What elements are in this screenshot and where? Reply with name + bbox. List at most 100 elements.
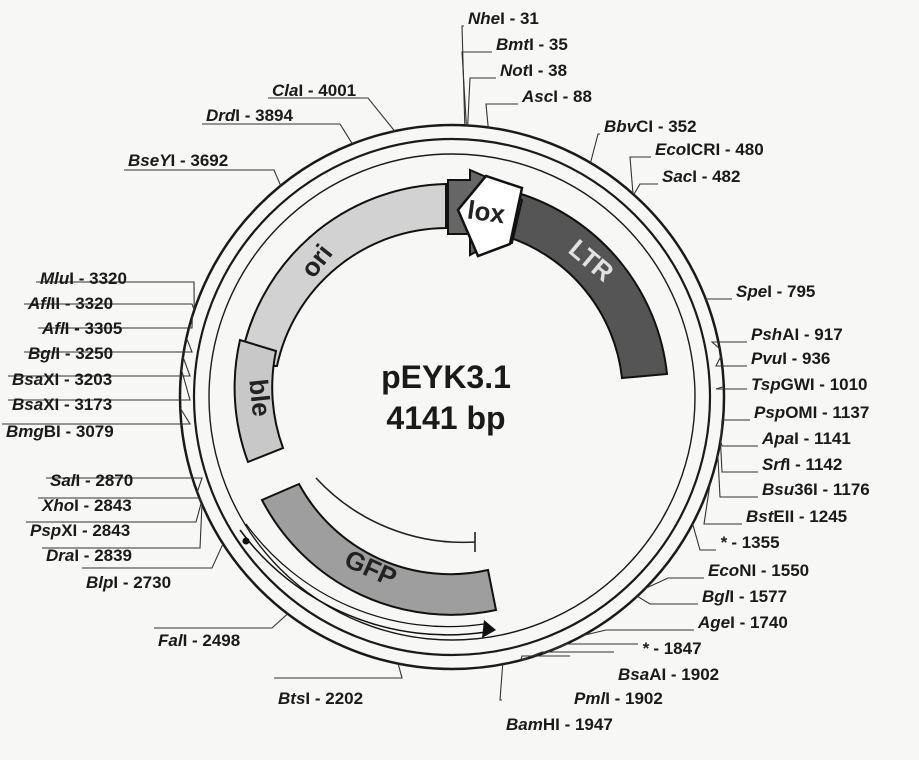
site-label-xhoi-2843[interactable]: XhoI - 2843 bbox=[41, 496, 132, 515]
site-label-fali-2498[interactable]: FalI - 2498 bbox=[158, 631, 240, 650]
site-leader-line bbox=[124, 169, 282, 186]
site-label-pshai-917[interactable]: PshAI - 917 bbox=[751, 325, 843, 344]
site-label-bmgbi-3079[interactable]: BmgBI - 3079 bbox=[6, 422, 114, 441]
site-leader-line bbox=[705, 298, 732, 301]
lox-arrow-head bbox=[456, 174, 524, 258]
site-leader-line bbox=[710, 341, 747, 349]
site-label-tspgwi-1010[interactable]: TspGWI - 1010 bbox=[751, 375, 868, 394]
site-leader-line bbox=[499, 664, 504, 701]
site-label-srfi-1142[interactable]: SrfI - 1142 bbox=[762, 455, 842, 474]
site-label--1847[interactable]: * - 1847 bbox=[642, 639, 702, 658]
strand-arrow-inner bbox=[245, 523, 485, 628]
site-leader-line bbox=[719, 440, 758, 473]
plasmid-size: 4141 bp bbox=[386, 400, 505, 436]
plasmid-name: pEYK3.1 bbox=[381, 359, 511, 395]
site-leader-line bbox=[268, 97, 396, 132]
feature-track-ring bbox=[208, 153, 696, 641]
site-label-drai-2839[interactable]: DraI - 2839 bbox=[46, 546, 132, 565]
site-leader-line bbox=[38, 315, 193, 329]
site-leader-line bbox=[636, 595, 698, 605]
site-label-pspxi-2843[interactable]: PspXI - 2843 bbox=[30, 521, 130, 540]
site-label-bbvci-352[interactable]: BbvCI - 352 bbox=[604, 117, 697, 136]
backbone-outer-ring bbox=[178, 123, 726, 671]
strand-arrow bbox=[239, 529, 487, 636]
site-label-bsu36i-1176[interactable]: Bsu36I - 1176 bbox=[762, 480, 870, 499]
feature-ltr[interactable] bbox=[503, 191, 669, 380]
site-label-blpi-2730[interactable]: BlpI - 2730 bbox=[86, 573, 171, 592]
site-leader-line bbox=[46, 477, 203, 493]
feature-ble-label: ble bbox=[243, 378, 277, 419]
site-label-bsaxi-3173[interactable]: BsaXI - 3173 bbox=[12, 395, 112, 414]
site-leader-line bbox=[485, 103, 518, 128]
site-leader-line bbox=[42, 504, 203, 549]
site-label-spei-795[interactable]: SpeI - 795 bbox=[736, 282, 815, 301]
backbone-inner-ring bbox=[192, 137, 712, 657]
site-label-sali-2870[interactable]: SalI - 2870 bbox=[50, 471, 133, 490]
feature-ble[interactable] bbox=[233, 338, 285, 464]
site-leader-line bbox=[202, 123, 353, 145]
site-leader-line bbox=[82, 543, 224, 569]
site-label-afli-3305[interactable]: AflI - 3305 bbox=[41, 319, 122, 338]
site-leader-line bbox=[24, 337, 193, 353]
site-label-bseyi-3692[interactable]: BseYI - 3692 bbox=[128, 151, 228, 170]
site-leader-line bbox=[274, 663, 403, 679]
site-label-aflii-3320[interactable]: AflII - 3320 bbox=[27, 294, 113, 313]
site-label-drdi-3894[interactable]: DrdI - 3894 bbox=[206, 106, 293, 125]
site-leader-line bbox=[36, 281, 195, 311]
site-label-noti-38[interactable]: NotI - 38 bbox=[500, 61, 567, 80]
strand-start-dot bbox=[242, 537, 250, 545]
site-label-pmli-1902[interactable]: PmlI - 1902 bbox=[574, 689, 663, 708]
site-leader-line bbox=[38, 497, 202, 503]
site-label-bamhi-1947[interactable]: BamHI - 1947 bbox=[506, 715, 613, 734]
site-leader-line bbox=[719, 440, 758, 447]
site-leader-line bbox=[8, 369, 191, 401]
site-label-pvui-936[interactable]: PvuI - 936 bbox=[751, 349, 830, 368]
site-leader-line bbox=[692, 523, 716, 551]
site-leader-line bbox=[542, 643, 638, 655]
site-label-clai-4001[interactable]: ClaI - 4001 bbox=[272, 81, 356, 100]
site-leader-line bbox=[720, 419, 750, 439]
site-leader-line bbox=[520, 655, 570, 661]
site-leader-line bbox=[703, 482, 742, 525]
site-label-asci-88[interactable]: AscI - 88 bbox=[521, 87, 592, 106]
site-label-agei-1740[interactable]: AgeI - 1740 bbox=[697, 613, 788, 632]
feature-gfp[interactable] bbox=[260, 482, 498, 616]
site-leader-line bbox=[24, 303, 195, 311]
site-labels: NheI - 31 BmtI - 35 NotI - 38 AscI - 88 BbvC… bbox=[6, 9, 870, 734]
site-label-econi-1550[interactable]: EcoNI - 1550 bbox=[708, 561, 809, 580]
site-label-nhei-31[interactable]: NheI - 31 bbox=[468, 9, 539, 28]
site-leader-line bbox=[467, 77, 496, 126]
site-label-pspomi-1137[interactable]: PspOMI - 1137 bbox=[754, 403, 869, 422]
site-label-apai-1141[interactable]: ApaI - 1141 bbox=[761, 429, 851, 448]
site-leader-line bbox=[633, 183, 658, 195]
site-label-bsaxi-3203[interactable]: BsaXI - 3203 bbox=[12, 370, 112, 389]
site-leaders bbox=[2, 25, 758, 701]
site-label-ecoicri-480[interactable]: EcoICRI - 480 bbox=[655, 140, 764, 159]
site-label-bsteii-1245[interactable]: BstEII - 1245 bbox=[746, 507, 847, 526]
site-leader-line bbox=[8, 356, 191, 377]
internal-arc bbox=[315, 477, 476, 544]
site-leader-line bbox=[154, 613, 289, 629]
site-leader-line bbox=[582, 629, 694, 637]
site-leader-line bbox=[461, 51, 492, 126]
feature-lox-label: lox bbox=[466, 194, 508, 229]
site-leader-line bbox=[2, 407, 191, 425]
site-leader-line bbox=[26, 502, 202, 523]
site-leader-line bbox=[629, 156, 651, 195]
site-leader-line bbox=[717, 454, 758, 498]
site-leader-line bbox=[715, 386, 747, 390]
site-label--1355[interactable]: * - 1355 bbox=[720, 533, 780, 552]
site-label-bgli-3250[interactable]: BglI - 3250 bbox=[28, 344, 113, 363]
site-label-bsaai-1902[interactable]: BsaAI - 1902 bbox=[618, 665, 719, 684]
site-leader-line bbox=[520, 651, 614, 661]
site-label-mlui-3320[interactable]: MluI - 3320 bbox=[40, 269, 127, 288]
site-label-saci-482[interactable]: SacI - 482 bbox=[662, 167, 740, 186]
site-label-bmti-35[interactable]: BmtI - 35 bbox=[496, 35, 568, 54]
site-label-bgli-1577[interactable]: BglI - 1577 bbox=[702, 587, 787, 606]
site-leader-line bbox=[644, 577, 704, 589]
feature-ori[interactable] bbox=[238, 182, 447, 367]
site-label-btsi-2202[interactable]: BtsI - 2202 bbox=[278, 689, 363, 708]
strand-arrow-head bbox=[482, 620, 496, 638]
